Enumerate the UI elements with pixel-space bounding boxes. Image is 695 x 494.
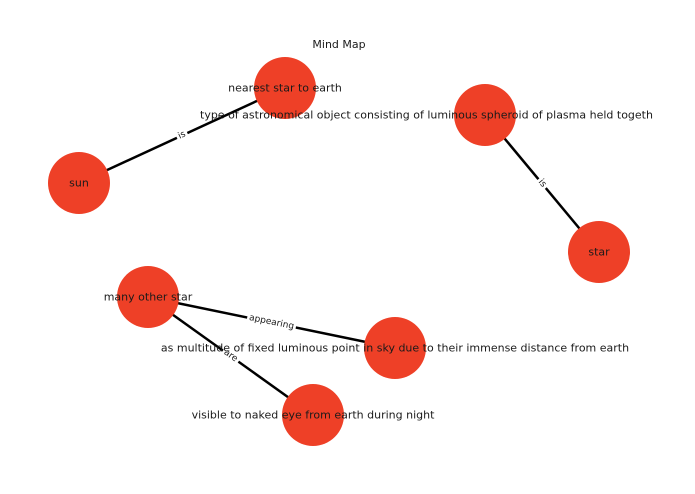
edge-label-bg xyxy=(245,311,298,334)
node-visible[interactable] xyxy=(282,384,344,446)
edge-label-bg xyxy=(219,345,242,367)
node-label-visible: visible to naked eye from earth during n… xyxy=(192,409,436,422)
nodes-layer xyxy=(48,57,630,446)
edge-label: is xyxy=(177,129,188,141)
edge-label: appearing xyxy=(248,313,295,332)
diagram-title: Mind Map xyxy=(312,38,365,51)
node-many[interactable] xyxy=(117,266,179,328)
node-multitude[interactable] xyxy=(364,317,426,379)
node-label-star: star xyxy=(588,246,610,259)
node-nearest[interactable] xyxy=(254,57,316,119)
node-label-sun: sun xyxy=(69,177,89,190)
edge-sun-nearest: is xyxy=(78,86,286,185)
edge-label-bg xyxy=(533,175,551,192)
edge-label-bg xyxy=(174,127,190,144)
node-label-type: type of astronomical object consisting o… xyxy=(200,109,653,122)
node-star[interactable] xyxy=(568,221,630,283)
node-sun[interactable] xyxy=(48,152,110,214)
node-labels-layer: nearest star to earth sun type of astronom… xyxy=(69,82,653,422)
node-label-many: many other star xyxy=(104,291,193,304)
node-label-multitude: as multitude of fixed luminous point in … xyxy=(161,342,629,355)
node-type[interactable] xyxy=(454,84,516,146)
node-label-nearest: nearest star to earth xyxy=(228,82,342,95)
